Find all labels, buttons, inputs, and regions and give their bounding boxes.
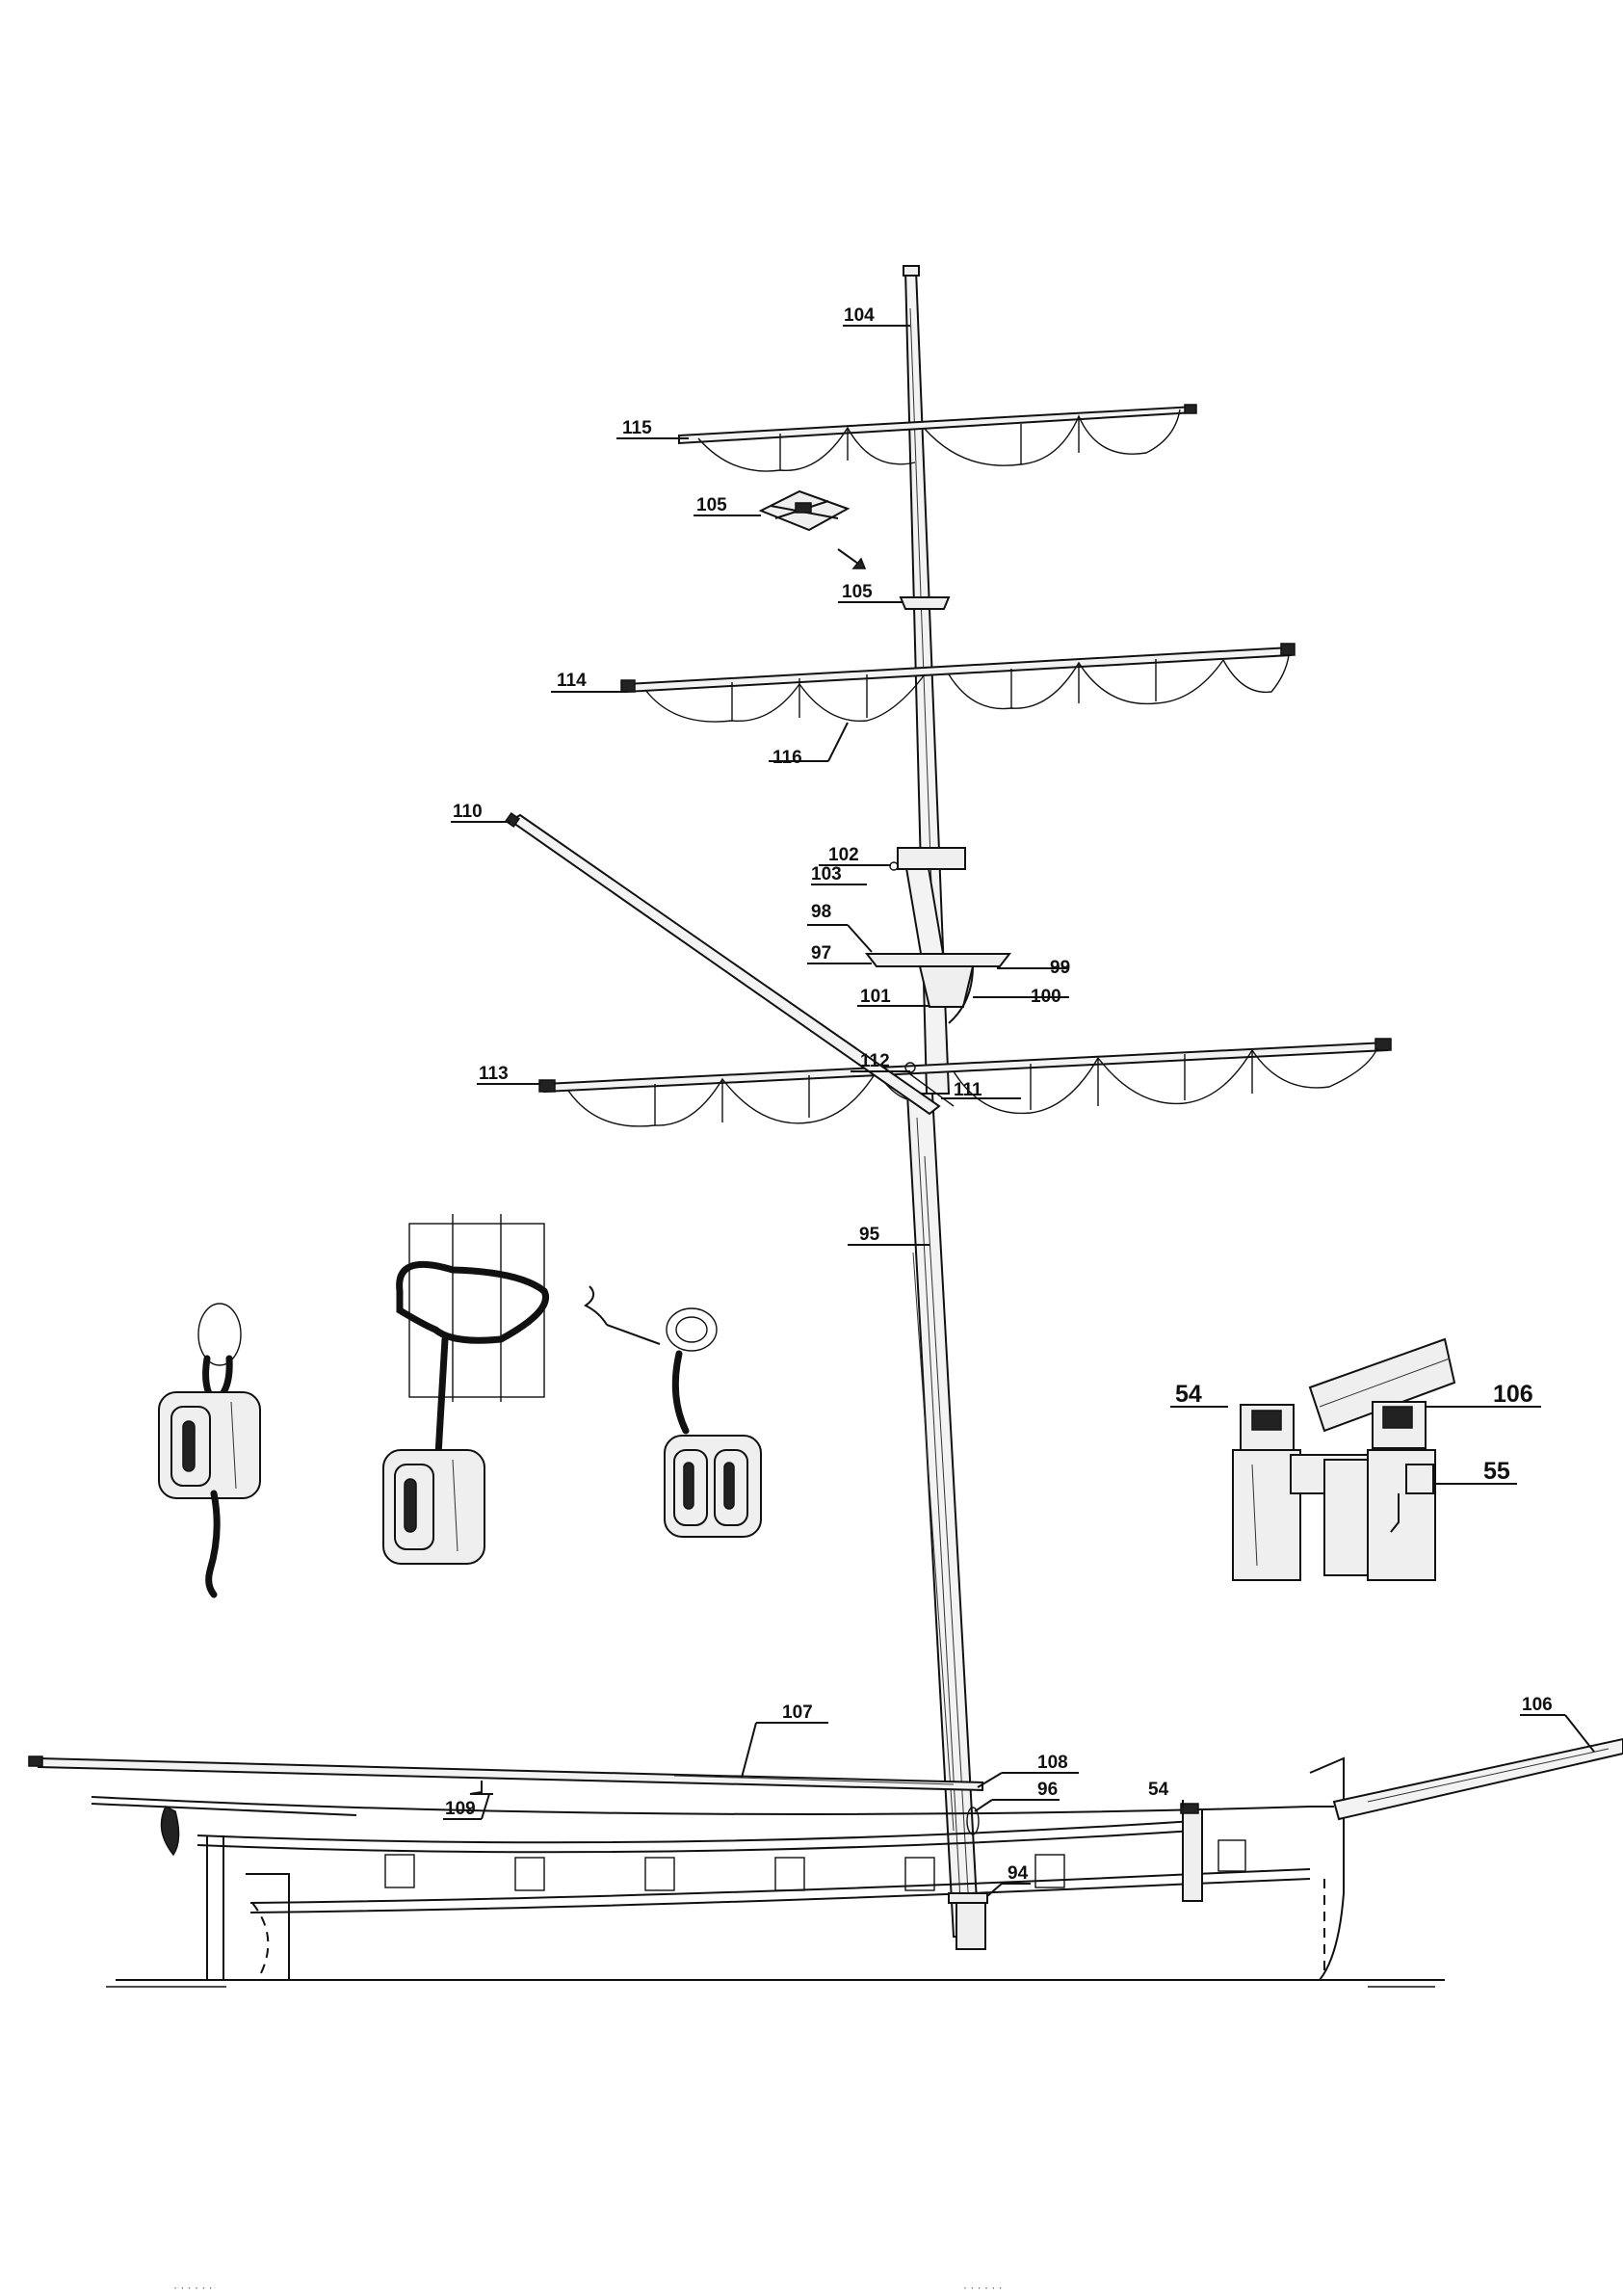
label-106: 106 <box>1522 1695 1553 1715</box>
label-105-detail: 105 <box>696 495 727 515</box>
label-112: 112 <box>860 1051 890 1071</box>
label-100: 100 <box>1031 987 1061 1007</box>
main-mast <box>903 266 985 1949</box>
label-54: 54 <box>1148 1780 1169 1800</box>
block-detail-3 <box>586 1286 761 1537</box>
label-113: 113 <box>479 1064 509 1084</box>
label-109: 109 <box>445 1799 476 1819</box>
label-97: 97 <box>811 943 831 963</box>
label-102: 102 <box>828 845 859 865</box>
label-106-detail: 106 <box>1493 1381 1533 1408</box>
block-detail-1 <box>159 1304 260 1595</box>
yard-115 <box>679 405 1196 471</box>
timberhead-detail <box>1233 1339 1454 1580</box>
label-108: 108 <box>1037 1753 1068 1773</box>
label-54-detail: 54 <box>1175 1381 1202 1408</box>
block-detail-2 <box>383 1214 546 1564</box>
grating-detail-105 <box>761 491 865 568</box>
mast-cap-102 <box>890 848 965 870</box>
label-116: 116 <box>772 748 802 768</box>
label-55: 55 <box>1483 1458 1510 1485</box>
label-104: 104 <box>844 305 875 326</box>
part-labels: 104 115 105 105 114 116 110 102 103 98 9… <box>445 305 1553 1884</box>
label-96: 96 <box>1037 1780 1058 1800</box>
label-101: 101 <box>860 987 891 1007</box>
label-107: 107 <box>782 1702 813 1723</box>
leader-lines <box>443 326 1594 1896</box>
label-99: 99 <box>1050 958 1070 978</box>
label-98: 98 <box>811 902 831 922</box>
bottom-mark-right: · · · · · · <box>963 2281 1003 2294</box>
label-111: 111 <box>954 1080 982 1100</box>
yard-114 <box>621 644 1295 722</box>
bottom-mark-left: · · · · · · <box>173 2281 213 2294</box>
hull <box>92 1758 1445 1987</box>
label-115: 115 <box>622 418 652 438</box>
boom-107 <box>29 1756 982 1794</box>
label-105: 105 <box>842 582 873 602</box>
label-103: 103 <box>811 864 842 884</box>
label-95: 95 <box>859 1225 880 1245</box>
label-110: 110 <box>453 802 483 822</box>
bottom-marks: · · · · · · · · · · · · <box>173 2281 1003 2294</box>
label-114: 114 <box>557 671 587 691</box>
crosstree-105 <box>901 597 949 609</box>
bowsprit-106 <box>1334 1739 1623 1819</box>
label-94: 94 <box>1008 1863 1029 1884</box>
